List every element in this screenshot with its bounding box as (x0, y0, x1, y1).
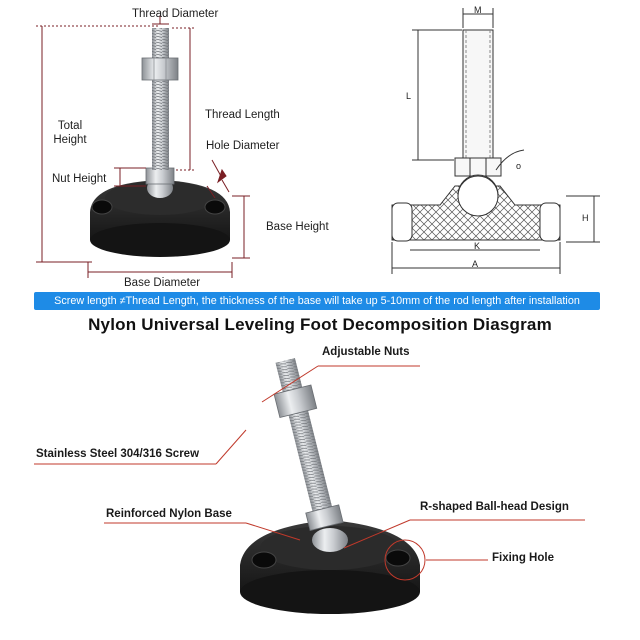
drawing-m-label: M (474, 5, 482, 15)
nut-height-label: Nut Height (52, 173, 107, 185)
callout-lines (34, 365, 585, 581)
screw-length-notice-banner: Screw length ≠Thread Length, the thickne… (34, 292, 600, 310)
diagram-title: Nylon Universal Leveling Foot Decomposit… (88, 315, 552, 334)
drawing-l-label: L (406, 91, 412, 101)
hole-diameter-label: Hole Diameter (206, 140, 280, 152)
bottom-leveling-foot-photo (240, 358, 420, 614)
adjustable-nuts-callout: Adjustable Nuts (322, 346, 410, 358)
fixing-hole-callout: Fixing Hole (492, 552, 554, 564)
technical-drawing (391, 8, 600, 274)
drawing-angle-label: o (516, 161, 522, 171)
thread-diameter-label: Thread Diameter (132, 8, 219, 20)
thread-length-label: Thread Length (205, 109, 280, 121)
base-height-label: Base Height (266, 221, 329, 233)
nylon-base-callout: Reinforced Nylon Base (106, 508, 232, 520)
drawing-k-label: K (474, 241, 481, 251)
total-height-label-line1: Total (57, 120, 83, 132)
top-dimension-lines (36, 16, 250, 278)
top-leveling-foot-photo (90, 28, 230, 257)
screw-callout: Stainless Steel 304/316 Screw (36, 448, 200, 460)
drawing-h-label: H (582, 213, 589, 223)
drawing-a-label: A (472, 259, 479, 269)
ball-head-callout: R-shaped Ball-head Design (420, 501, 569, 513)
base-diameter-label: Base Diameter (124, 277, 201, 289)
total-height-label-line2: Height (53, 134, 87, 146)
